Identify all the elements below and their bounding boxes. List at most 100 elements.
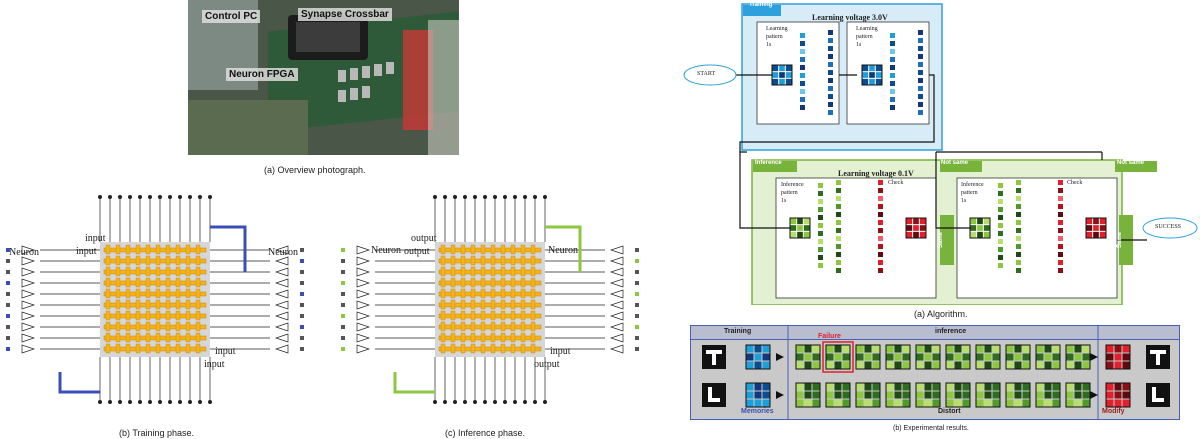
pattern-frame bbox=[855, 344, 881, 370]
not-same-tag-bg-2 bbox=[1115, 161, 1157, 172]
memory-cell bbox=[746, 399, 754, 407]
distort-cell bbox=[812, 383, 820, 391]
synapse-cell bbox=[145, 244, 151, 255]
synapse-cell bbox=[155, 299, 161, 310]
distort-cell bbox=[1074, 399, 1082, 407]
check-label-1: Check bbox=[888, 180, 904, 186]
distort-cell bbox=[1022, 383, 1030, 391]
crossbar-row bbox=[103, 269, 207, 275]
training-weight-cell bbox=[918, 86, 923, 91]
synapse-cell bbox=[440, 299, 446, 310]
synapse-cell bbox=[510, 321, 516, 332]
distort-cell bbox=[812, 391, 820, 399]
io-marker bbox=[6, 347, 10, 351]
modify-cell bbox=[1122, 353, 1130, 361]
synapse-cell bbox=[165, 321, 171, 332]
arrow-icon bbox=[776, 391, 784, 399]
synapse-cell bbox=[145, 266, 151, 277]
results-caption: (b) Experimental results. bbox=[893, 425, 969, 432]
synapse-cell bbox=[185, 266, 191, 277]
synapse-cell bbox=[530, 266, 536, 277]
inference-input-cell bbox=[818, 191, 823, 196]
photo-caption: (a) Overview photograph. bbox=[264, 165, 366, 175]
arrow-icon bbox=[1090, 391, 1098, 399]
pattern-frame bbox=[1105, 382, 1131, 408]
synapse-cell bbox=[460, 244, 466, 255]
synapse-cell bbox=[450, 321, 456, 332]
training-input-cell bbox=[890, 41, 895, 46]
training-pattern-cell bbox=[869, 78, 875, 85]
distort-cell bbox=[796, 353, 804, 361]
arrow-icon bbox=[776, 353, 784, 361]
pattern-frame bbox=[885, 344, 911, 370]
distort-cell bbox=[954, 399, 962, 407]
io-marker bbox=[300, 270, 304, 274]
synapse-cell bbox=[460, 332, 466, 343]
training-weight-cell bbox=[918, 94, 923, 99]
synapse-cell bbox=[155, 255, 161, 266]
synapse-cell bbox=[510, 299, 516, 310]
pattern-frame bbox=[975, 382, 1001, 408]
distort-cell bbox=[1082, 345, 1090, 353]
inference-output-cell bbox=[836, 252, 841, 257]
synapse-cell bbox=[440, 321, 446, 332]
distort-cell bbox=[1036, 383, 1044, 391]
synapse-cell bbox=[470, 255, 476, 266]
top-terminal bbox=[137, 195, 142, 200]
synapse-cell bbox=[470, 321, 476, 332]
modify-cell bbox=[1106, 383, 1114, 391]
inference-output-cell bbox=[836, 268, 841, 273]
bottom-terminal bbox=[472, 399, 477, 404]
distort-cell bbox=[992, 399, 1000, 407]
distort-cell bbox=[924, 399, 932, 407]
training-weight-cell bbox=[918, 46, 923, 51]
crossbar-row bbox=[438, 346, 542, 352]
synapse-cell bbox=[470, 332, 476, 343]
distort-cell bbox=[1036, 361, 1044, 369]
distort-cell bbox=[804, 383, 812, 391]
training-input-cell bbox=[890, 97, 895, 102]
inference-output-top2: output bbox=[404, 246, 430, 257]
distort-cell bbox=[894, 399, 902, 407]
check-pattern-cell bbox=[913, 218, 919, 225]
synapse-cell bbox=[115, 277, 121, 288]
inference-input-cell bbox=[818, 231, 823, 236]
neuron-symbol bbox=[609, 289, 624, 299]
synapse-cell bbox=[460, 266, 466, 277]
synapse-cell bbox=[450, 343, 456, 354]
neuron-symbol bbox=[356, 344, 371, 354]
training-input-cell bbox=[800, 33, 805, 38]
modify-cell bbox=[1114, 361, 1122, 369]
inference-input-cell bbox=[998, 191, 1003, 196]
check-cell bbox=[878, 196, 883, 201]
distort-cell bbox=[962, 345, 970, 353]
inference-output-cell bbox=[836, 220, 841, 225]
io-marker bbox=[6, 270, 10, 274]
io-marker bbox=[6, 259, 10, 263]
inference-output-cell bbox=[836, 228, 841, 233]
training-input-cell bbox=[800, 81, 805, 86]
distort-cell bbox=[1052, 399, 1060, 407]
inference-output-cell bbox=[1016, 268, 1021, 273]
synapse-cell bbox=[145, 332, 151, 343]
synapse-cell bbox=[135, 310, 141, 321]
distort-label: Distort bbox=[938, 408, 961, 415]
crossbar-row bbox=[103, 335, 207, 341]
distort-cell bbox=[1074, 391, 1082, 399]
neuron-symbol bbox=[356, 300, 371, 310]
io-marker bbox=[6, 336, 10, 340]
inference-input-cell bbox=[998, 223, 1003, 228]
distort-cell bbox=[932, 353, 940, 361]
pattern-frame bbox=[1005, 382, 1031, 408]
bottom-terminal bbox=[197, 399, 202, 404]
synapse-cell bbox=[500, 332, 506, 343]
overview-photograph: Control PC Synapse Crossbar Neuron FPGA bbox=[188, 0, 459, 155]
synapse-cell bbox=[145, 255, 151, 266]
inference-pattern-cell bbox=[970, 231, 977, 238]
synapse-cell bbox=[105, 310, 111, 321]
pattern-frame bbox=[945, 344, 971, 370]
check-pattern-cell bbox=[913, 231, 919, 238]
distort-cell bbox=[924, 345, 932, 353]
synapse-cell bbox=[450, 255, 456, 266]
accent-path bbox=[210, 225, 247, 272]
